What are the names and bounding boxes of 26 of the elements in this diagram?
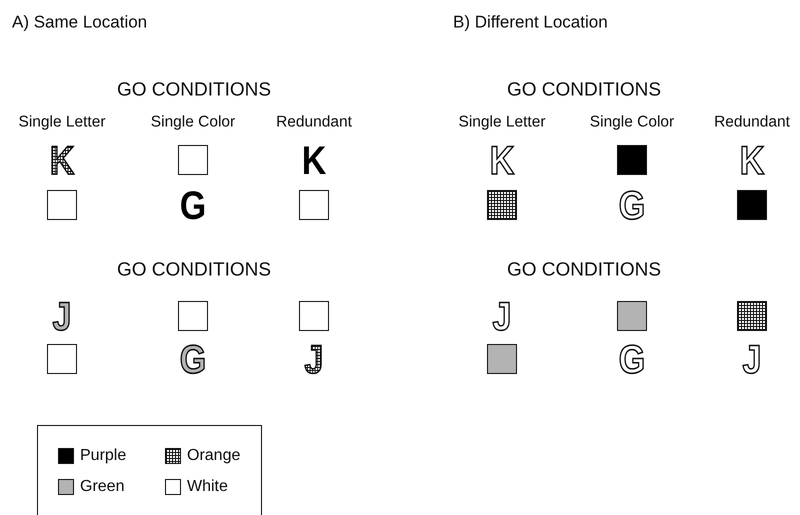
stimulus-letter: K — [490, 141, 514, 181]
stimulus-letter: J — [492, 297, 512, 337]
column-heading: Single Letter — [458, 114, 546, 130]
panel-title: A) Same Location — [12, 14, 148, 30]
stimulus-letter: G — [618, 186, 646, 226]
column-heading: Redundant — [276, 114, 352, 130]
stimulus-letter: J — [742, 340, 762, 380]
column-heading: Single Letter — [18, 114, 106, 130]
column-heading: Single Color — [590, 114, 674, 130]
stimulus-letter: G — [180, 340, 206, 380]
stimulus-letter: G — [180, 186, 206, 226]
stimulus-letter: K — [740, 141, 764, 181]
stimulus-letter: G — [618, 340, 646, 380]
section-heading: GO CONDITIONS — [116, 260, 272, 280]
section-heading: GO CONDITIONS — [506, 260, 662, 280]
stimulus-letter: K — [302, 141, 326, 181]
stimulus-letter: J — [52, 297, 72, 337]
legend-label: Purple — [80, 448, 126, 464]
section-heading: GO CONDITIONS — [116, 80, 272, 100]
legend-label: Green — [80, 479, 124, 495]
column-heading: Single Color — [150, 114, 236, 130]
panel-title: B) Different Location — [453, 14, 608, 30]
legend-label: White — [187, 479, 228, 495]
legend-label: Orange — [187, 448, 240, 464]
column-heading: Redundant — [714, 114, 790, 130]
section-heading: GO CONDITIONS — [506, 80, 662, 100]
